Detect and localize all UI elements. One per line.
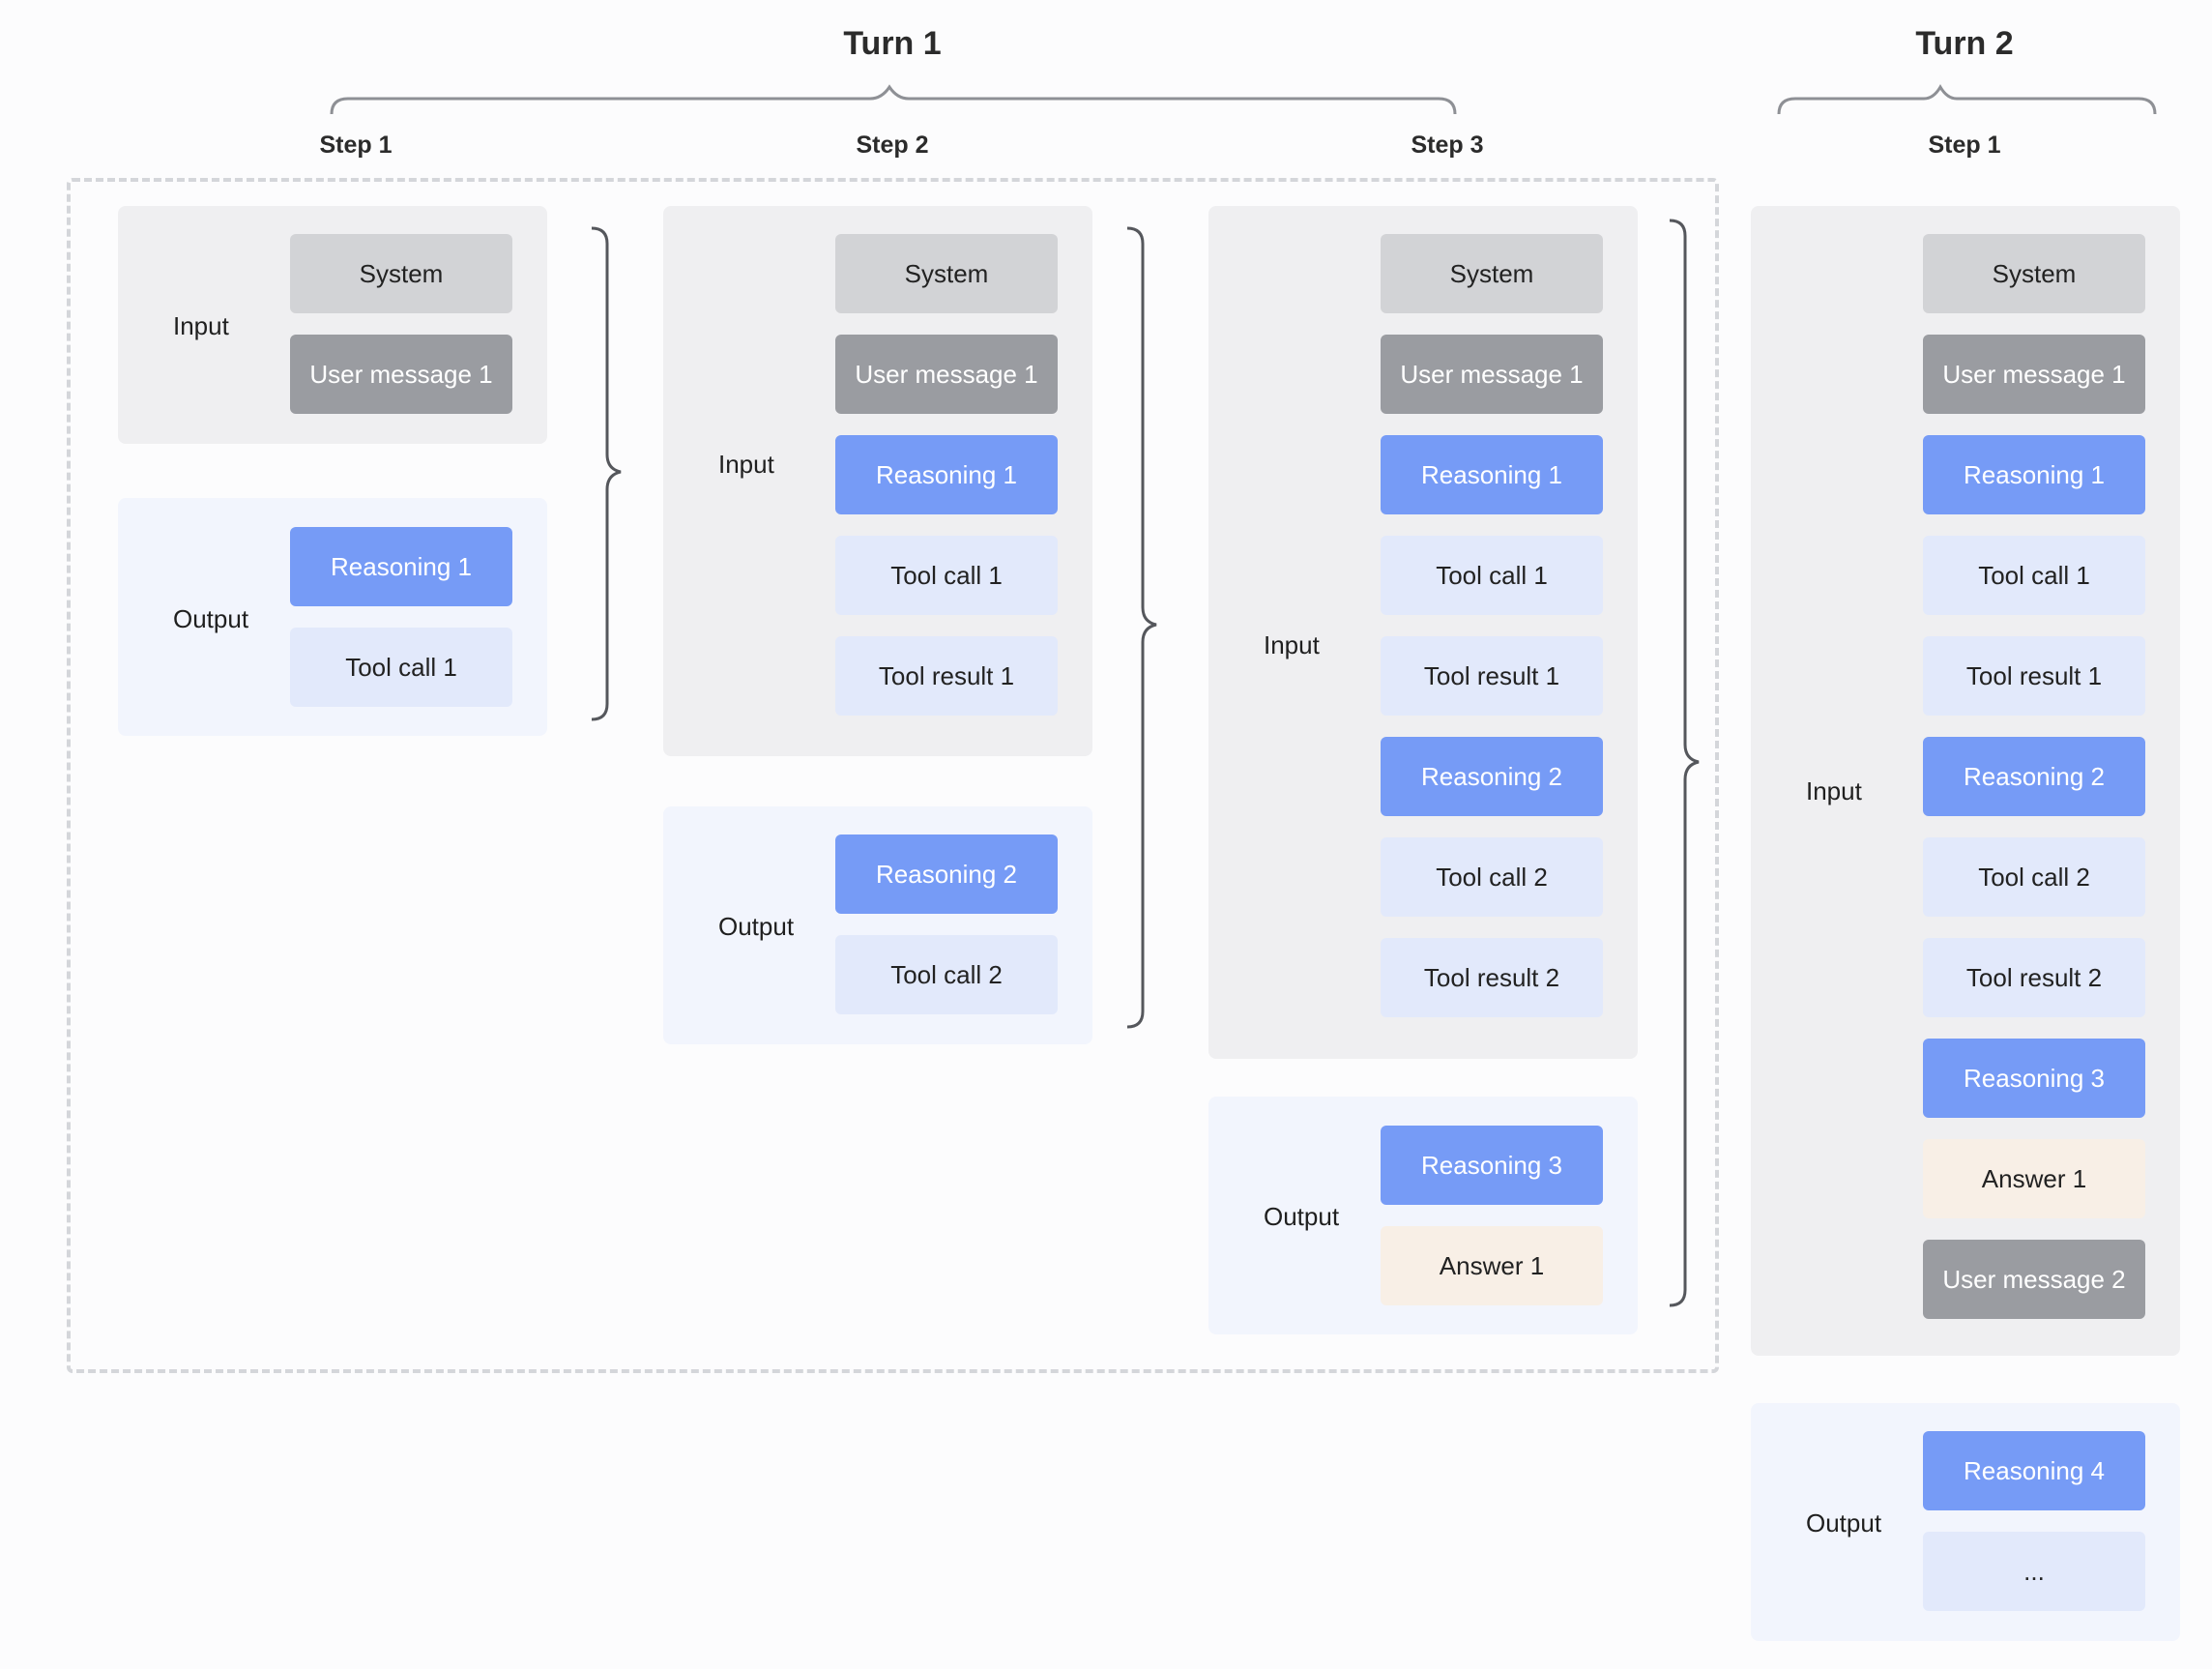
column-4-input-system-chip: System (1923, 234, 2145, 313)
column-3-output-answer-1-chip: Answer 1 (1381, 1226, 1603, 1305)
turn-1-title: Turn 1 (843, 25, 942, 62)
column-4-output-ellipsis-chip: ... (1923, 1532, 2145, 1611)
column-4-input-user-message-2-chip: User message 2 (1923, 1240, 2145, 1319)
column-2-input-tool-result-1-chip: Tool result 1 (835, 636, 1058, 716)
column-2-input-tool-call-1-chip: Tool call 1 (835, 536, 1058, 615)
step-1-label: Step 1 (319, 132, 393, 159)
turn-2-title: Turn 2 (1915, 25, 2014, 62)
column-4-input-answer-1-chip: Answer 1 (1923, 1139, 2145, 1218)
column-4-input-reasoning-3-chip: Reasoning 3 (1923, 1039, 2145, 1118)
column-2-output-reasoning-2-chip: Reasoning 2 (835, 834, 1058, 914)
column-1-output-reasoning-1-chip: Reasoning 1 (290, 527, 512, 606)
column-2-input-system-chip: System (835, 234, 1058, 313)
column-3-input-system-chip: System (1381, 234, 1603, 313)
column-2-input-user-message-1-chip: User message 1 (835, 335, 1058, 414)
column-4-input-user-message-1-chip: User message 1 (1923, 335, 2145, 414)
step-2-label: Step 2 (856, 132, 929, 159)
column-2-input-label: Input (718, 450, 774, 479)
column-3-input-tool-result-2-chip: Tool result 2 (1381, 938, 1603, 1017)
column-3-input-label: Input (1264, 630, 1320, 659)
column-3-input-reasoning-2-chip: Reasoning 2 (1381, 737, 1603, 816)
column-3-input-tool-call-1-chip: Tool call 1 (1381, 536, 1603, 615)
column-2-output-tool-call-2-chip: Tool call 2 (835, 935, 1058, 1014)
column-3-output-label: Output (1264, 1202, 1340, 1231)
column-3-input-user-message-1-chip: User message 1 (1381, 335, 1603, 414)
column-2-output-label: Output (718, 912, 795, 941)
column-1-input-system-chip: System (290, 234, 512, 313)
column-4-input-label: Input (1806, 776, 1862, 805)
turn-1-group-box (67, 178, 1719, 1373)
column-1-output-label: Output (173, 604, 249, 633)
column-1-input-label: Input (173, 311, 229, 340)
step-3-label: Step 3 (1411, 132, 1484, 159)
column-3-input-reasoning-1-chip: Reasoning 1 (1381, 435, 1603, 514)
column-1-output-tool-call-1-chip: Tool call 1 (290, 628, 512, 707)
column-4-output-reasoning-4-chip: Reasoning 4 (1923, 1431, 2145, 1510)
turn-1-brace (330, 84, 1457, 115)
column-2-input-reasoning-1-chip: Reasoning 1 (835, 435, 1058, 514)
column-4-input-reasoning-2-chip: Reasoning 2 (1923, 737, 2145, 816)
turn-2-brace (1777, 84, 2157, 115)
column-3-input-tool-result-1-chip: Tool result 1 (1381, 636, 1603, 716)
column-3-output-reasoning-3-chip: Reasoning 3 (1381, 1126, 1603, 1205)
column-1-input-user-message-1-chip: User message 1 (290, 335, 512, 414)
turn-2-step-1-label: Step 1 (1928, 132, 2001, 159)
column-4-output-label: Output (1806, 1508, 1882, 1537)
column-4-input-tool-result-1-chip: Tool result 1 (1923, 636, 2145, 716)
column-4-input-tool-call-2-chip: Tool call 2 (1923, 837, 2145, 917)
column-4-input-reasoning-1-chip: Reasoning 1 (1923, 435, 2145, 514)
column-4-input-tool-result-2-chip: Tool result 2 (1923, 938, 2145, 1017)
column-4-input-tool-call-1-chip: Tool call 1 (1923, 536, 2145, 615)
column-3-input-tool-call-2-chip: Tool call 2 (1381, 837, 1603, 917)
